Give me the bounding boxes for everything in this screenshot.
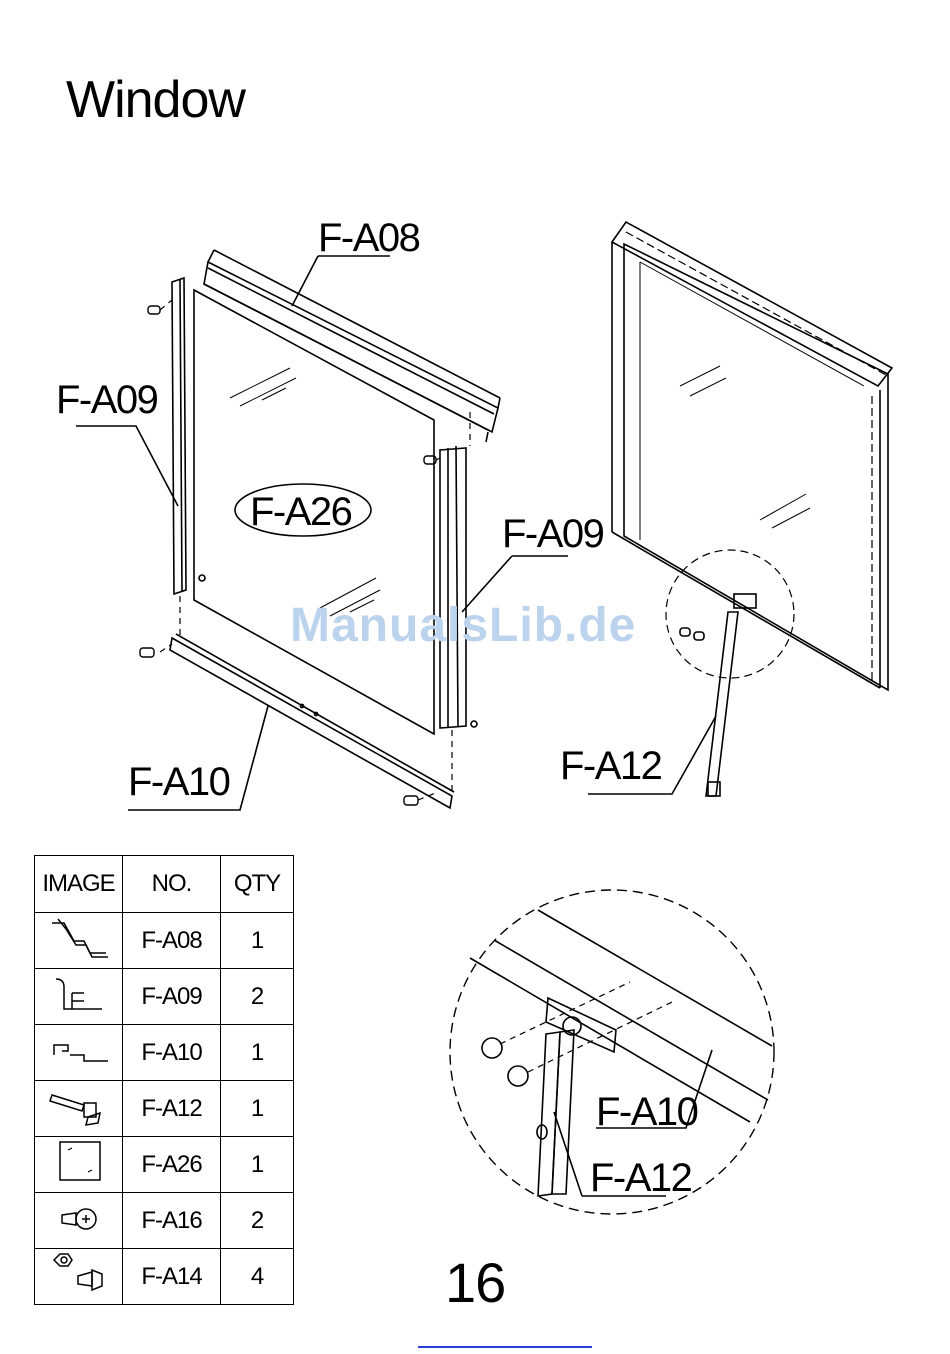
label-f-a09-right: F-A09: [502, 514, 603, 554]
label-f-a09-left: F-A09: [56, 380, 157, 420]
part-qty: 1: [221, 1025, 294, 1081]
label-f-a10: F-A10: [128, 762, 229, 802]
detail-label-f-a10: F-A10: [596, 1092, 697, 1132]
part-no: F-A09: [123, 969, 221, 1025]
rail-profile-icon: [35, 913, 123, 969]
left-side-f-a09: [172, 278, 205, 594]
table-row: F-A08 1: [35, 913, 294, 969]
part-no: F-A14: [123, 1249, 221, 1305]
parts-table-header: IMAGE NO. QTY: [35, 856, 294, 913]
bolt-nut-icon: [35, 1249, 123, 1305]
parts-table: IMAGE NO. QTY F-A08 1 F-A09 2 F-A10 1: [34, 855, 294, 1305]
page-number: 16: [445, 1250, 505, 1315]
watermark: ManualsLib.de: [290, 598, 636, 653]
part-qty: 2: [221, 969, 294, 1025]
part-no: F-A12: [123, 1081, 221, 1137]
part-no: F-A16: [123, 1193, 221, 1249]
part-qty: 1: [221, 1137, 294, 1193]
right-side-f-a09: [440, 446, 477, 728]
glass-pane-icon: [35, 1137, 123, 1193]
part-qty: 1: [221, 1081, 294, 1137]
part-qty: 1: [221, 913, 294, 969]
bottom-profile-icon: [35, 1025, 123, 1081]
table-row: F-A09 2: [35, 969, 294, 1025]
part-qty: 4: [221, 1249, 294, 1305]
detail-label-f-a12: F-A12: [590, 1158, 691, 1198]
top-rail-f-a08: [204, 250, 500, 442]
part-no: F-A26: [123, 1137, 221, 1193]
part-no: F-A10: [123, 1025, 221, 1081]
header-image: IMAGE: [35, 856, 123, 913]
table-row: F-A26 1: [35, 1137, 294, 1193]
part-qty: 2: [221, 1193, 294, 1249]
header-qty: QTY: [221, 856, 294, 913]
window-stay-icon: [35, 1081, 123, 1137]
part-no: F-A08: [123, 913, 221, 969]
label-f-a12: F-A12: [560, 746, 661, 786]
footer-link-underline[interactable]: [418, 1346, 592, 1348]
assembled-window: [612, 222, 892, 796]
screw-icon: [35, 1193, 123, 1249]
header-no: NO.: [123, 856, 221, 913]
label-f-a08: F-A08: [318, 218, 419, 258]
table-row: F-A14 4: [35, 1249, 294, 1305]
table-row: F-A16 2: [35, 1193, 294, 1249]
table-row: F-A12 1: [35, 1081, 294, 1137]
table-row: F-A10 1: [35, 1025, 294, 1081]
label-f-a26: F-A26: [250, 492, 351, 532]
side-profile-icon: [35, 969, 123, 1025]
